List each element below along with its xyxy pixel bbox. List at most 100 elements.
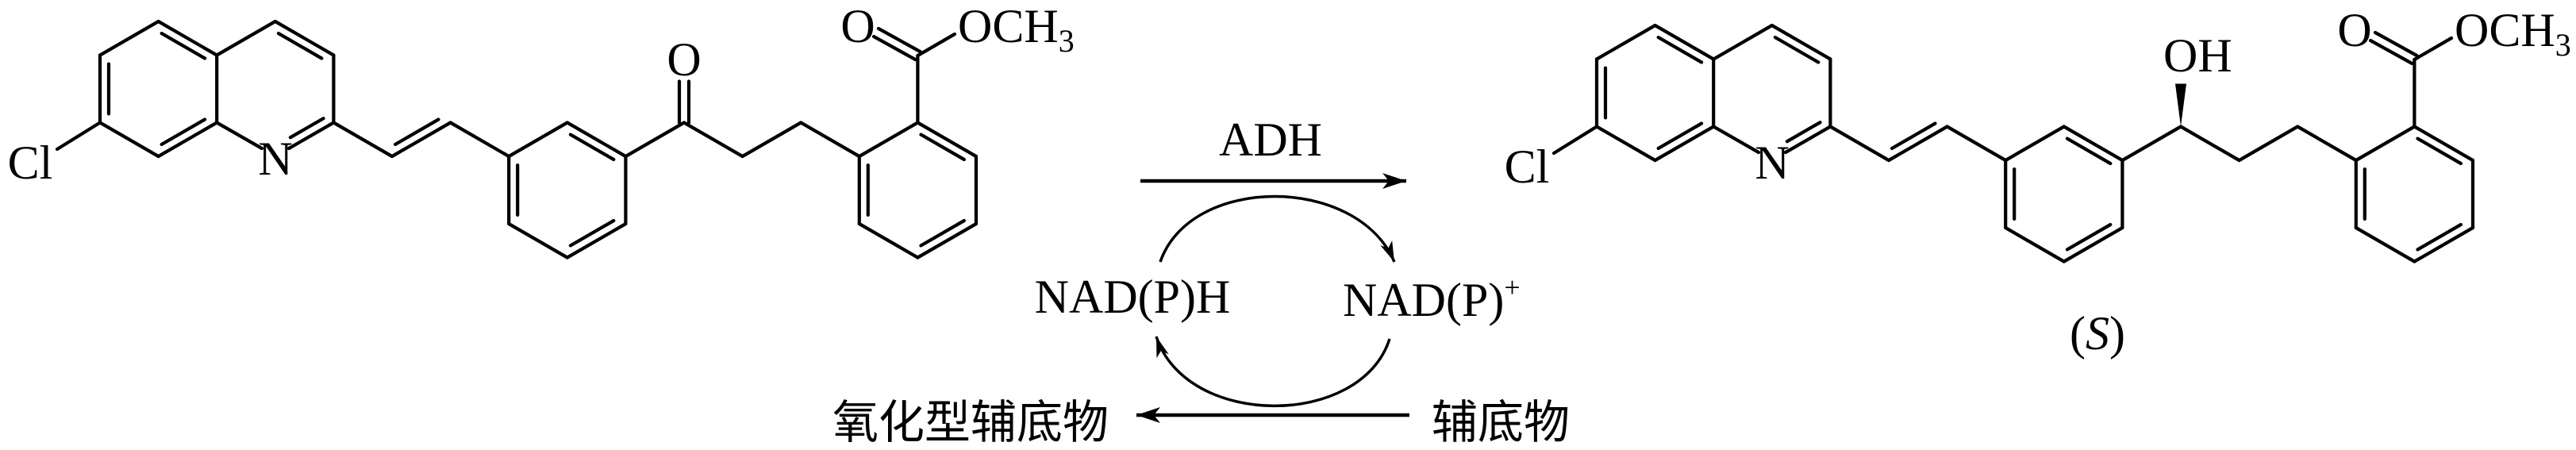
bond [2120, 125, 2183, 163]
bond [1594, 23, 1657, 61]
bond [2178, 125, 2241, 163]
product-structure [1551, 23, 2475, 263]
stereo-wedge-bond [2175, 83, 2186, 127]
bond [565, 121, 628, 159]
bond [682, 121, 744, 159]
nadph-label: NAD(P)H [1035, 271, 1231, 323]
bond [273, 19, 336, 57]
double-bond-inner-line [1773, 35, 1821, 64]
double-bond-inner-line [160, 117, 207, 147]
carbonyl-double-bond [871, 34, 917, 62]
bond [1828, 125, 1891, 163]
methoxy-text: OCH [958, 0, 1059, 52]
bond [2413, 36, 2454, 62]
bond [857, 121, 920, 159]
double-bond-inner-line [160, 31, 207, 60]
bond [2296, 125, 2358, 163]
double-bond-inner-line [393, 117, 440, 147]
reactant-nitrogen-label: N [258, 133, 292, 185]
reactant-ester-oxygen-label: O [840, 0, 875, 52]
bond [916, 32, 957, 58]
bond [916, 121, 978, 159]
bond [1783, 125, 1832, 155]
bond [1770, 23, 1832, 61]
bond [2413, 225, 2475, 263]
nadp-text: NAD(P) [1343, 274, 1504, 326]
bond [1551, 125, 1599, 156]
bond [156, 121, 219, 159]
bond [1594, 125, 1657, 163]
positive-charge: + [1504, 271, 1520, 303]
bond [507, 221, 569, 260]
double-bond-inner-line [2065, 222, 2113, 252]
bond [507, 121, 569, 159]
bond [2004, 125, 2066, 163]
methoxy-text: OCH [2455, 4, 2555, 56]
paren-open: ( [2070, 307, 2086, 360]
carbonyl-double-bond [2368, 38, 2414, 66]
double-bond-inner-line [919, 218, 967, 248]
bond [1712, 125, 1761, 155]
bond [2004, 225, 2066, 263]
bond [799, 121, 861, 159]
bond [1653, 23, 1716, 61]
carbonyl-double-bond [876, 26, 922, 54]
configuration-letter: S [2086, 307, 2109, 360]
bond [2354, 225, 2416, 263]
bond [448, 121, 511, 159]
paren-close: ) [2109, 307, 2125, 360]
bond [1945, 125, 2008, 163]
oxidized-cosubstrate-label: 氧化型辅底物 [832, 395, 1109, 449]
double-bond-inner-line [2416, 137, 2463, 166]
nadp-plus-label: NAD(P)+ [1343, 271, 1521, 326]
bond [98, 121, 160, 159]
reactant-ketone-oxygen-label: O [667, 33, 701, 86]
double-bond-inner-line [568, 133, 616, 162]
double-bond-inner-line [2416, 222, 2463, 252]
bond [740, 121, 803, 159]
product-ester-oxygen-label: O [2337, 4, 2371, 56]
product-methoxy-label: OCH3 [2455, 4, 2571, 63]
catalyst-label: ADH [1219, 113, 1322, 166]
bond [2062, 125, 2124, 163]
bond [98, 19, 160, 57]
bond [215, 19, 277, 57]
product-chlorine-label: Cl [1505, 140, 1550, 193]
product-hydroxyl-label: OH [2163, 29, 2232, 82]
cosubstrate-label: 辅底物 [1432, 395, 1570, 449]
carbonyl-double-bond [2373, 30, 2419, 58]
product-nitrogen-label: N [1755, 137, 1789, 189]
double-bond-inner-line [276, 31, 324, 60]
double-bond-inner-line [1890, 121, 1937, 151]
bond [624, 121, 686, 159]
double-bond-inner-line [288, 117, 325, 140]
reactant-methoxy-label: OCH3 [958, 0, 1075, 59]
bond [156, 19, 219, 57]
bond [1653, 125, 1716, 163]
double-bond-inner-line [1656, 35, 1704, 64]
methoxy-subscript: 3 [1059, 23, 1075, 59]
reactant-structure [55, 19, 978, 260]
double-bond-inner-line [919, 133, 967, 162]
bond [332, 121, 394, 159]
double-bond-inner-line [1785, 121, 1822, 144]
bond [215, 121, 264, 151]
bond [55, 121, 102, 152]
bond [286, 121, 336, 151]
cofactor-oxidation-arc-arrow [1159, 194, 1396, 263]
bond [1886, 125, 1949, 163]
bond [2237, 125, 2300, 163]
double-bond-inner-line [1656, 121, 1704, 151]
double-bond-inner-line [568, 218, 616, 248]
bond [857, 221, 920, 260]
bond [2354, 125, 2416, 163]
bond [565, 221, 628, 260]
bond [2413, 125, 2475, 163]
cofactor-regeneration-arc-arrow [1155, 336, 1391, 408]
bond [1712, 23, 1774, 61]
methoxy-subscript: 3 [2555, 27, 2571, 63]
double-bond-inner-line [2065, 137, 2113, 166]
bond [2062, 225, 2124, 263]
